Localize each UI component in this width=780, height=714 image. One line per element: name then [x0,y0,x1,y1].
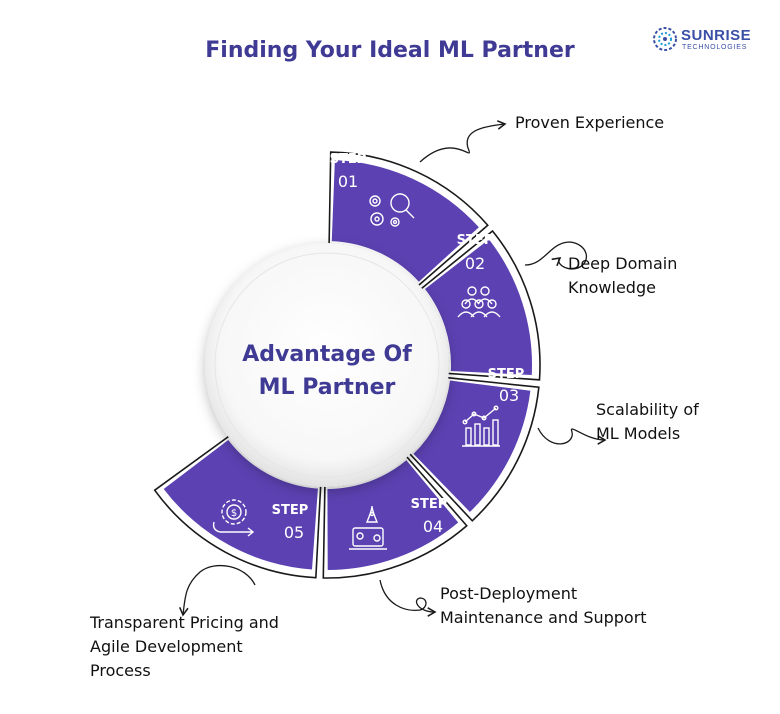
step-01-description: Proven Experience [515,111,664,135]
step-segment-02 [424,239,532,376]
step-label-04: STEP [410,497,448,512]
step-04-description-line-1: Post-Deployment [440,584,578,603]
step-02-description: Deep Domain Knowledge [568,252,677,300]
step-03-description-line-2: ML Models [596,424,681,443]
logo-subtitle: TECHNOLOGIES [682,44,748,51]
step-05-description: Transparent Pricing and Agile Developmen… [90,611,279,683]
step-number-03: 03 [498,386,520,405]
step-segment-05 [163,439,318,570]
step-number-02: 02 [464,254,486,273]
step-label-02: STEP [456,233,494,248]
step-03-description: Scalability of ML Models [596,398,699,446]
sunrise-logo: SUNRISE TECHNOLOGIES [651,25,761,55]
connector-arrow-04 [379,579,437,617]
step-segment-04 [327,460,459,570]
step-segment-01 [331,160,479,282]
page-title: Finding Your Ideal ML Partner [205,38,575,63]
center-label-line-2: ML Partner [258,375,396,400]
center-label-line-1: Advantage Of [242,342,412,367]
step-04-description-line-2: Maintenance and Support [440,608,647,627]
logo-name: SUNRISE [681,27,752,44]
step-02-description-line-1: Deep Domain [568,254,678,273]
connector-arrow-05 [179,564,256,617]
step-05-description-line-2: Agile Development [90,637,243,656]
step-number-01: 01 [337,172,359,191]
connector-arrow-03 [537,427,607,445]
step-number-05: 05 [283,523,305,542]
step-01-description-line-1: Proven Experience [515,113,665,132]
step-label-03: STEP [487,367,525,382]
step-04-description: Post-Deployment Maintenance and Support [440,582,647,630]
connector-arrow-01 [419,120,507,163]
sunrise-logo-icon [653,27,677,51]
center-circle-ring [214,252,440,478]
team-icon [457,286,501,318]
step-03-description-line-1: Scalability of [596,400,699,419]
step-02-description-line-2: Knowledge [568,278,656,297]
step-label-05: STEP [271,503,309,518]
dollar-gear-icon: $ [212,499,255,537]
step-05-description-line-3: Process [90,661,151,680]
connector-arrows [179,120,607,617]
step-label-01: STEP [329,152,367,167]
step-number-04: 04 [422,517,444,536]
center-circle [205,243,449,487]
rocket-laptop-icon [349,505,387,550]
step-05-description-line-1: Transparent Pricing and [90,613,279,632]
connector-arrow-02 [524,241,588,270]
svg-text:$: $ [231,508,237,519]
center-label: Advantage Of ML Partner [222,338,432,404]
search-gears-icon [369,193,415,227]
growth-chart-icon [462,405,500,447]
